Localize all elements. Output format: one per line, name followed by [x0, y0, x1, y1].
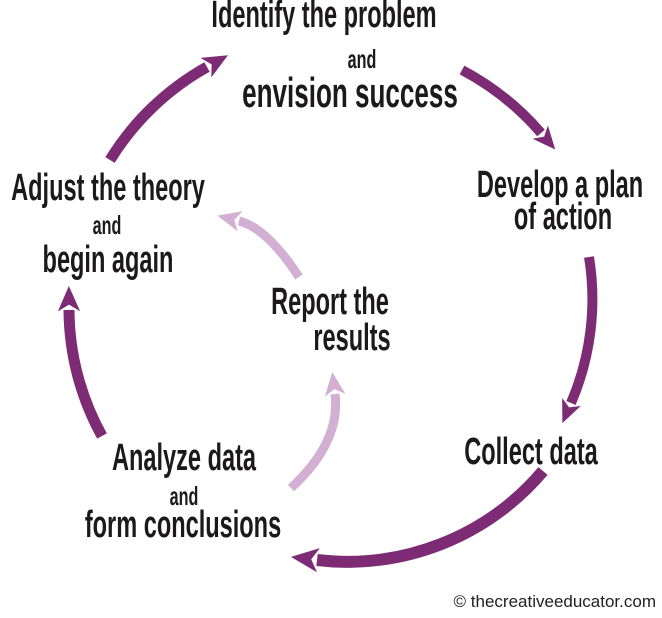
step-adjust-sub: begin again: [42, 239, 174, 281]
step-identify-main: Identify the problem: [211, 0, 437, 36]
step-develop-line2: of action: [513, 196, 613, 238]
step-report-line1: Report the: [271, 281, 389, 323]
step-adjust-main: Adjust the theory: [11, 167, 205, 209]
step-collect-label: Collect data: [464, 431, 598, 473]
arrow-analyze-to-adjust: [57, 285, 107, 439]
step-analyze-main: Analyze data: [111, 437, 257, 479]
step-identify-connector: and: [347, 44, 377, 74]
step-develop-line1: Develop a plan: [476, 164, 644, 206]
arrow-report-to-adjust: [217, 211, 303, 280]
step-analyze-connector: and: [169, 481, 199, 511]
step-report-line2: results: [313, 317, 391, 359]
arrow-analyze-to-report: [287, 371, 346, 492]
arrow-identify-to-develop: [459, 65, 556, 150]
copyright-text: © thecreativeeducator.com: [453, 592, 656, 611]
arrow-develop-to-collect: [562, 256, 598, 424]
step-identify-sub: envision success: [242, 69, 458, 116]
arrow-collect-to-analyze: [290, 467, 548, 573]
step-adjust-connector: and: [92, 210, 122, 240]
step-analyze-sub: form conclusions: [84, 504, 282, 546]
arrow-adjust-to-identify: [105, 55, 228, 163]
